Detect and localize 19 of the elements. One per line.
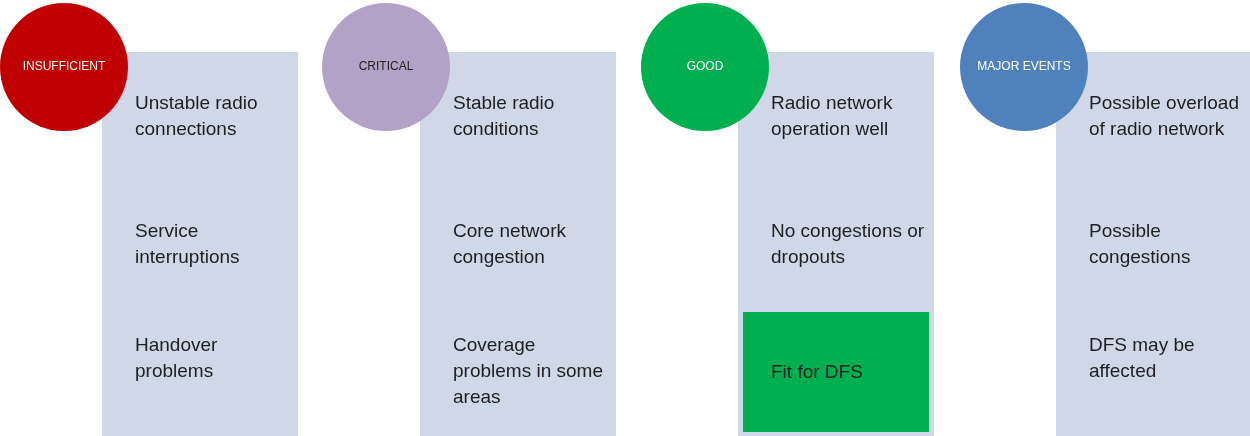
status-label: MAJOR EVENTS xyxy=(976,59,1072,75)
panel-text: DFS may be affected xyxy=(1089,333,1196,383)
panel-text: Possible congestions xyxy=(1089,219,1192,269)
column-panel xyxy=(420,52,616,436)
panel-text: Coverage problems in some areas xyxy=(453,333,604,409)
column-panel xyxy=(738,52,934,436)
status-label: GOOD xyxy=(685,59,725,75)
highlight-text: Fit for DFS xyxy=(771,360,863,384)
panel-text: Service interruptions xyxy=(135,219,241,269)
status-label: CRITICAL xyxy=(357,59,415,75)
panel-text: Unstable radio connections xyxy=(135,91,259,141)
panel-text: Handover problems xyxy=(135,333,219,383)
panel-text: Radio network operation well xyxy=(771,91,894,141)
highlight-box xyxy=(743,312,929,432)
panel-text: No congestions or dropouts xyxy=(771,219,926,269)
status-label: INSUFFICIENT xyxy=(21,59,107,75)
panel-text: Possible overload of radio network xyxy=(1089,91,1240,141)
panel-text: Core network congestion xyxy=(453,219,567,269)
panel-text: Stable radio conditions xyxy=(453,91,556,141)
